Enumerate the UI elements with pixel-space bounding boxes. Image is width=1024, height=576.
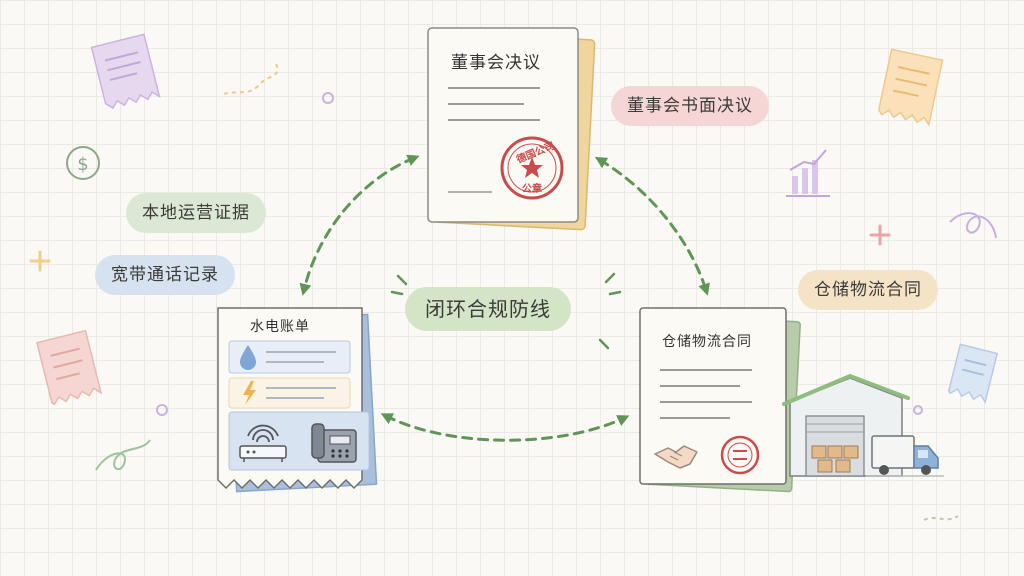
receipt-doodle-pink <box>36 329 103 406</box>
label-warehouse-logistics-contract: 仓储物流合同 <box>798 270 938 310</box>
receipt-doodle-orange <box>877 48 944 127</box>
resolution-document-title: 董事会决议 <box>451 53 541 73</box>
sparkle-doodle <box>869 224 891 246</box>
label-board-written-resolution: 董事会书面决议 <box>611 86 769 126</box>
label-closed-loop-defense: 闭环合规防线 <box>405 287 571 331</box>
warehouse-contract-document <box>639 307 801 493</box>
swirl-doodle <box>949 212 997 239</box>
receipt-doodle-purple <box>90 33 161 110</box>
ring-doodle <box>913 405 923 415</box>
sparkle-doodle <box>29 250 51 272</box>
squiggle-doodle <box>223 63 279 95</box>
telephone-icon <box>311 423 357 463</box>
label-broadband-call-records: 宽带通话记录 <box>95 255 235 295</box>
board-resolution-document <box>427 27 596 231</box>
arrow-bill-to-contract <box>380 413 630 442</box>
dollar-icon: $ <box>66 146 100 180</box>
warehouse-icon <box>782 373 910 477</box>
seal-icon <box>720 435 760 475</box>
receipt-doodle-blue <box>947 343 999 405</box>
truck-icon <box>866 435 944 477</box>
wifi-router-icon <box>239 424 287 462</box>
seal-text-bottom: 公章 <box>522 184 542 195</box>
arrow-resolution-to-bill <box>299 154 420 296</box>
svg-text:$: $ <box>77 154 88 175</box>
lightning-icon <box>243 381 256 405</box>
bar-chart-icon <box>786 149 830 197</box>
handshake-icon <box>654 445 698 469</box>
water-drop-icon <box>240 345 256 370</box>
company-seal-icon <box>500 136 564 200</box>
ring-doodle <box>156 404 168 416</box>
label-local-operation-evidence: 本地运营证据 <box>126 193 266 233</box>
swirl-doodle <box>95 439 151 471</box>
utility-bill-title: 水电账单 <box>250 319 310 335</box>
utility-bill-document <box>217 307 378 493</box>
arrow-resolution-to-contract <box>594 156 710 296</box>
squiggle-doodle <box>923 515 959 521</box>
accent-strokes <box>390 272 622 350</box>
ring-doodle <box>322 92 334 104</box>
contract-document-title: 仓储物流合同 <box>662 334 752 350</box>
